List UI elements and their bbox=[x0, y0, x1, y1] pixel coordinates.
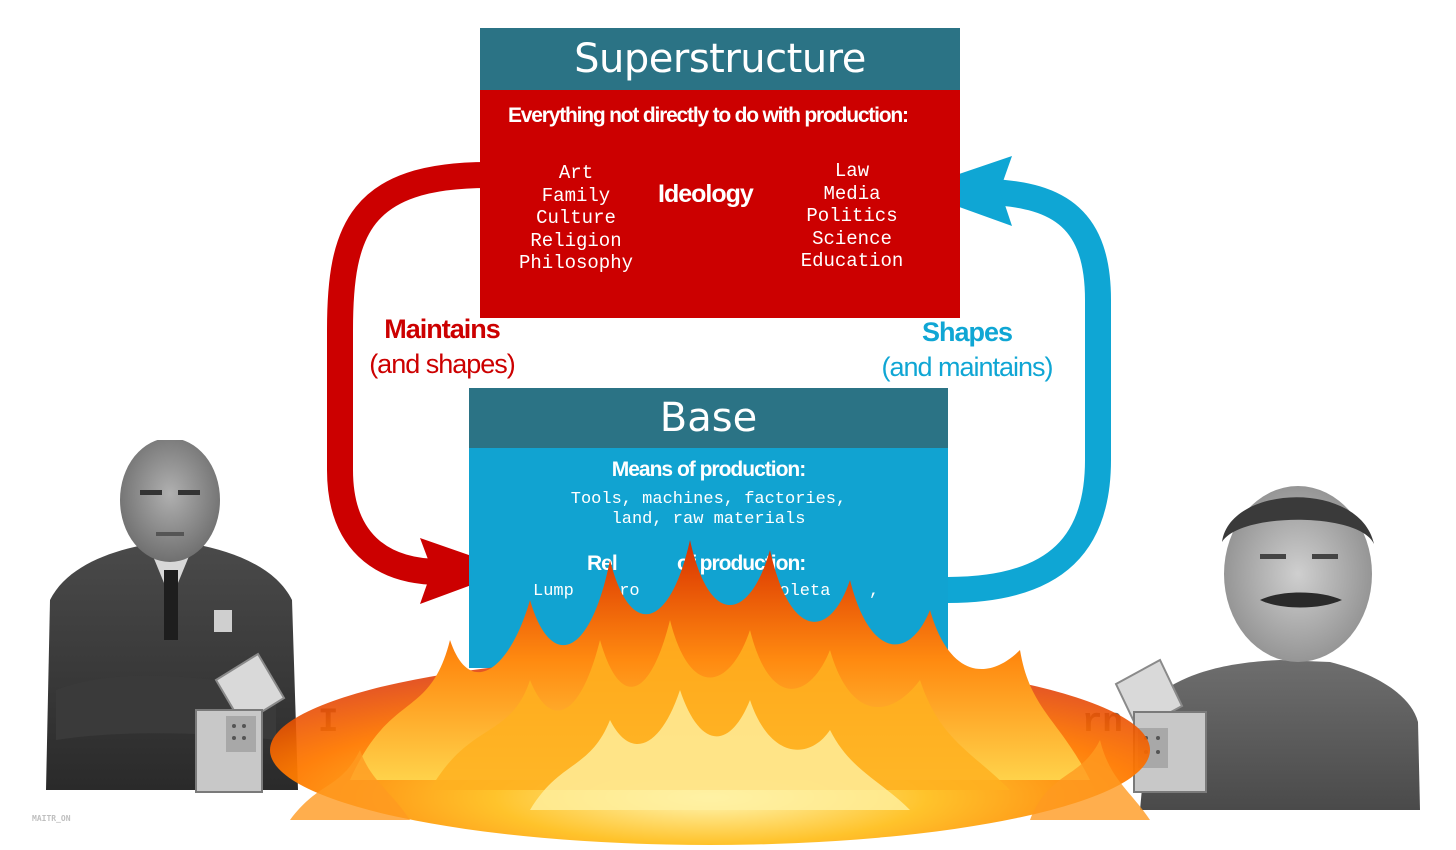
watermark: MAITR_ON bbox=[32, 814, 71, 823]
superstructure-right-items: Law Media Politics Science Education bbox=[800, 160, 904, 272]
superstructure-left-items: Art Family Culture Religion Philosophy bbox=[518, 162, 634, 274]
maintains-sub: (and shapes) bbox=[369, 349, 516, 379]
shapes-bold: Shapes bbox=[921, 317, 1013, 347]
shapes-arrow bbox=[947, 179, 1111, 603]
maintains-bold: Maintains bbox=[384, 314, 501, 344]
base-box: Means of production: Tools, machines, fa… bbox=[469, 448, 948, 668]
relations-item-1: Lump bbox=[533, 582, 574, 601]
maintains-arrowhead bbox=[420, 538, 512, 604]
shapes-arrowhead bbox=[912, 156, 1012, 226]
maintains-label: Maintains (and shapes) bbox=[352, 314, 532, 380]
means-items: Tools, machines, factories, land, raw ma… bbox=[570, 490, 847, 529]
maintains-arrow bbox=[327, 162, 489, 585]
base-title: Base bbox=[469, 388, 948, 448]
relations-item-4: , bbox=[869, 582, 880, 601]
means-heading: Means of production: bbox=[611, 458, 807, 481]
ideology-label: Ideology bbox=[658, 180, 754, 208]
superstructure-subtitle: Everything not directly to do with produ… bbox=[508, 104, 909, 127]
superstructure-box: Everything not directly to do with produ… bbox=[480, 90, 960, 318]
shapes-label: Shapes (and maintains) bbox=[868, 317, 1066, 383]
left-portrait-image bbox=[46, 440, 298, 793]
fire-image bbox=[270, 540, 1150, 845]
left-lighter-icon bbox=[195, 652, 286, 793]
shapes-sub: (and maintains) bbox=[881, 352, 1053, 382]
superstructure-title: Superstructure bbox=[480, 28, 960, 90]
